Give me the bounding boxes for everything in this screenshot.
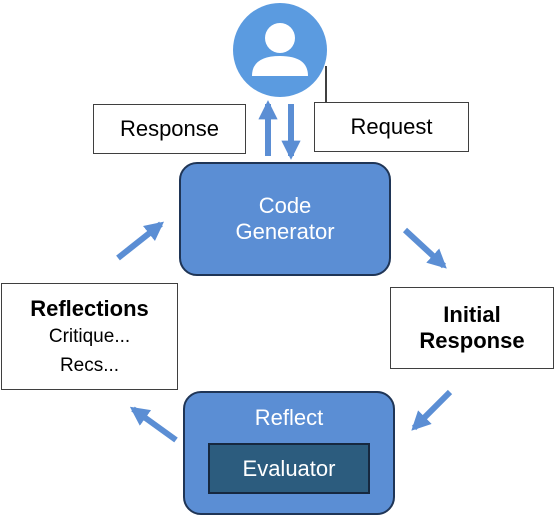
request-box: Request <box>314 102 469 152</box>
reflections-critique: Critique... <box>48 325 131 347</box>
arrow-reflections-to-generator <box>116 221 165 261</box>
request-label: Request <box>350 113 433 139</box>
reflections-box: Reflections Critique... Recs... <box>1 283 178 390</box>
reflect-node: Reflect Evaluator <box>183 391 395 515</box>
initial-response-line1: Initial <box>443 301 501 327</box>
initial-response-line2: Response <box>419 328 525 353</box>
code-generator-line2: Generator <box>235 219 335 244</box>
response-label: Response <box>119 115 220 141</box>
user-icon <box>233 3 327 97</box>
code-generator-line1: Code <box>258 192 312 218</box>
arrow-generator-to-initial <box>402 227 447 269</box>
code-generator-node: Code Generator <box>179 162 391 276</box>
evaluator-box: Evaluator <box>208 443 370 495</box>
initial-response-box: Initial Response <box>390 287 554 369</box>
arrow-initial-to-reflect <box>411 389 453 431</box>
arrow-reflect-to-reflections <box>129 406 178 443</box>
reflections-recs: Recs... <box>59 354 120 376</box>
evaluator-label: Evaluator <box>242 455 336 481</box>
response-box: Response <box>93 104 246 154</box>
reflect-title: Reflect <box>254 405 324 430</box>
reflections-title: Reflections <box>30 295 149 321</box>
